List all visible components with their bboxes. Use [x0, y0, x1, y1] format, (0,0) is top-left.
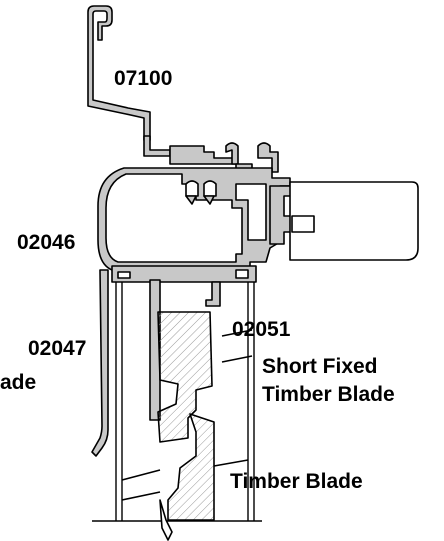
- profile-02046: [97, 167, 291, 271]
- frame-rails: [92, 282, 262, 522]
- label-02046: 02046: [17, 231, 76, 254]
- label-timber-blade: Timber Blade: [230, 470, 363, 493]
- glazing-bead: [269, 181, 419, 261]
- timber-blade: [121, 413, 249, 541]
- label-02047: 02047: [28, 337, 87, 360]
- label-02051: 02051: [232, 318, 291, 341]
- label-cut-ade: ade: [0, 371, 37, 394]
- profile-02047: [91, 269, 109, 457]
- short-fixed-timber-blade: [157, 311, 253, 443]
- label-07100: 07100: [114, 67, 173, 90]
- label-short-fixed-line1: Short Fixed: [262, 355, 378, 378]
- label-short-fixed-line2: Timber Blade: [262, 383, 395, 406]
- lower-band: [111, 265, 257, 283]
